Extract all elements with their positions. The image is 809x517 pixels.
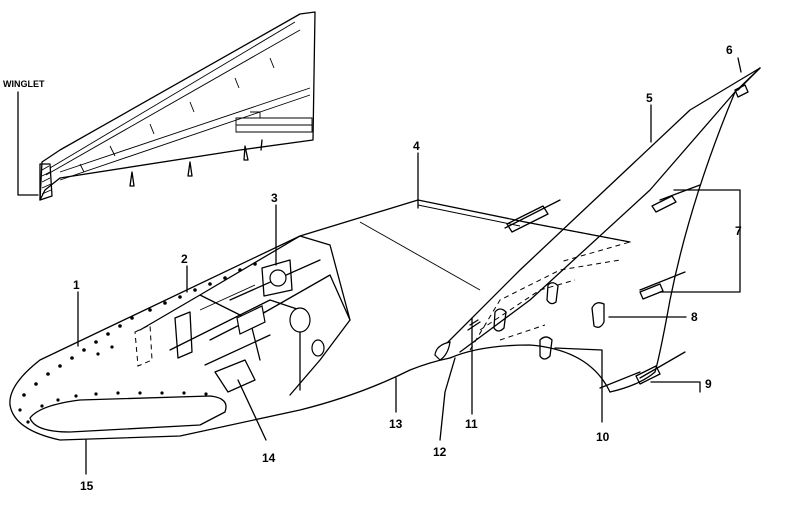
callout-1: 1 — [73, 278, 80, 292]
callout-3: 3 — [271, 191, 278, 205]
callout-2: 2 — [181, 252, 188, 266]
main-winglet-assembly — [9, 67, 761, 441]
callout-13: 13 — [389, 417, 403, 431]
callout-11: 11 — [465, 417, 478, 431]
callout-4: 4 — [413, 139, 420, 153]
callout-7: 7 — [735, 224, 742, 238]
winglet-label: WINGLET — [3, 79, 45, 89]
callout-8: 8 — [691, 310, 698, 324]
callout-10: 10 — [596, 430, 610, 444]
callout-6: 6 — [726, 43, 733, 57]
callout-14: 14 — [262, 451, 276, 465]
callout-12: 12 — [433, 445, 447, 459]
callout-leader-lines — [77, 57, 742, 475]
callout-5: 5 — [646, 91, 653, 105]
callout-9: 9 — [705, 377, 712, 391]
inset-wing-drawing — [17, 11, 316, 201]
callout-15: 15 — [80, 479, 94, 493]
